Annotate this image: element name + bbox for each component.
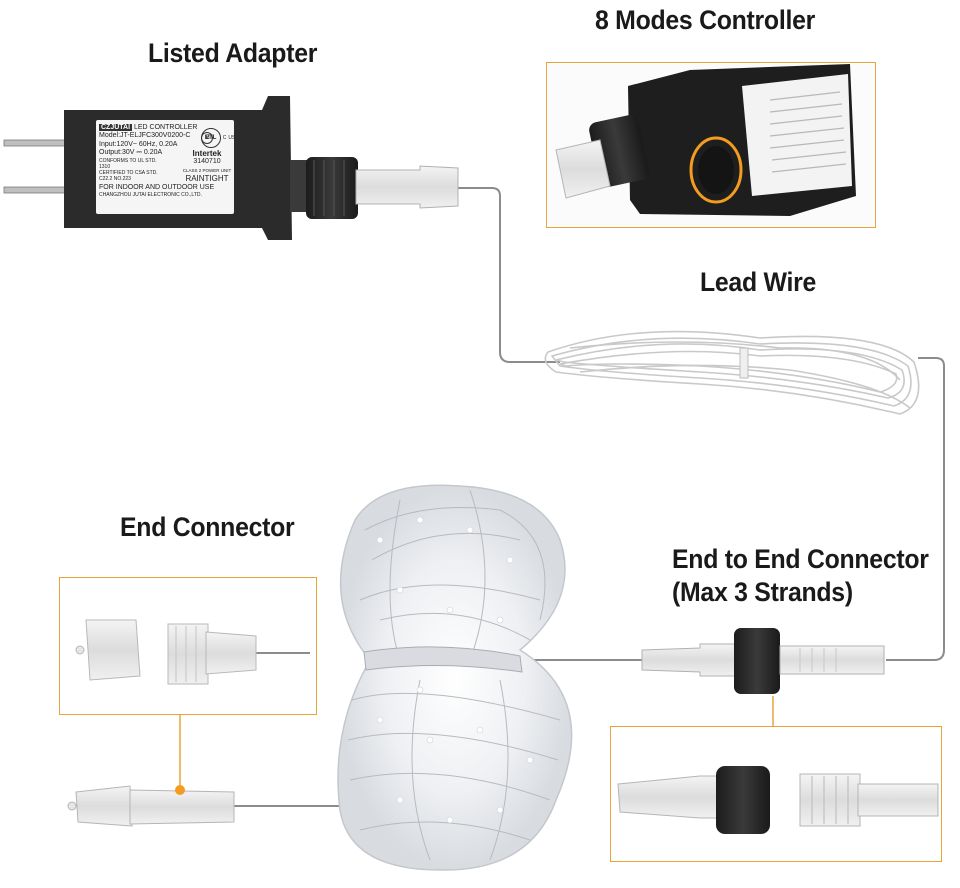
end-to-end-label-line1: End to End Connector <box>672 544 929 574</box>
lead-wire-coil <box>544 330 920 415</box>
adapter-output: Output:30V ⎓ 0.20A <box>99 149 163 157</box>
leadwire-to-connector-wire <box>886 357 945 661</box>
controller-clear-plug <box>555 139 611 199</box>
adapter-maker: CHANGZHOU JUTAI ELECTRONIC CO.,LTD. <box>99 192 202 199</box>
lead-wire-tie <box>739 347 749 379</box>
adapter-conforms: CONFORMS TO UL STD. <box>99 157 157 164</box>
end-to-end-connector <box>641 628 885 694</box>
e2e-callout-nut <box>716 766 770 834</box>
controller-illustration <box>548 64 874 226</box>
raintight: RAINTIGHT <box>185 174 229 184</box>
adapter-nut <box>306 157 358 219</box>
m-mark: M <box>201 132 214 144</box>
end-cap-piece <box>85 619 141 681</box>
adapter-indoor: FOR INDOOR AND OUTDOOR USE <box>99 183 215 191</box>
end-to-end-callout-frame <box>610 726 942 862</box>
adapter-prong-top <box>3 139 67 147</box>
end-cap-marker-dot <box>175 785 185 795</box>
controller-button-highlight <box>689 136 743 204</box>
controller-label-sticker <box>742 74 852 196</box>
connection-wires <box>232 187 945 807</box>
e2e-clear-left <box>641 643 737 677</box>
adapter-input: Input:120V~ 60Hz, 0.20A <box>99 140 178 148</box>
controller-mode-button <box>698 146 734 194</box>
adapter-collar <box>290 160 308 212</box>
etl-us: US <box>228 135 236 141</box>
controller-callout-frame <box>546 62 876 228</box>
adapter-illustration <box>3 96 459 240</box>
end-to-end-connector-label: End to End Connector (Max 3 Strands) <box>672 543 929 609</box>
e2e-callout-thread <box>799 773 861 827</box>
adapter-csa: CERTIFIED TO CSA STD. <box>99 169 158 176</box>
led-net-bundle <box>337 484 573 871</box>
e2e-clear-right <box>779 645 885 675</box>
e2e-callout-clear-right <box>857 783 939 817</box>
e2e-nut <box>734 628 780 694</box>
adapter-model: Model:JT-ELJFC300V0200-C <box>99 132 191 140</box>
adapter-plate-text: CZJUTAI LED CONTROLLER Model:JT-ELJFC300… <box>99 124 214 198</box>
adapter-clear-plug <box>355 165 459 209</box>
controller-label: 8 Modes Controller <box>595 5 816 35</box>
adapter-label-plate <box>96 120 234 214</box>
adapter-csa-no: C22.2 NO.223 <box>99 175 131 182</box>
adapter-cert-block: ETL C US M Intertek 3140710 CLASS 2 POWE… <box>182 128 236 184</box>
adapter-prong-bottom <box>3 186 67 194</box>
lead-wire-label: Lead Wire <box>700 267 817 297</box>
class2: CLASS 2 POWER UNIT <box>182 167 232 173</box>
listed-adapter-label: Listed Adapter <box>148 38 318 68</box>
end-connector-callout-frame <box>59 577 317 715</box>
adapter-title: LED CONTROLLER <box>134 124 198 131</box>
adapter-to-leadwire-wire <box>458 187 560 363</box>
etl-c: C <box>222 135 227 141</box>
led-net-tie <box>363 646 523 673</box>
end-thread-piece <box>167 623 209 685</box>
intertek: Intertek <box>192 149 222 158</box>
intertek-no: 3140710 <box>193 158 221 166</box>
end-cap-assembled <box>67 785 235 827</box>
end-to-end-label-line2: (Max 3 Strands) <box>672 577 853 607</box>
adapter-brand: CZJUTAI <box>99 124 133 131</box>
e2e-callout-clear-left <box>617 775 719 819</box>
adapter-ul-no: 1310 <box>99 163 111 170</box>
e2e-callout-illustration <box>617 766 939 834</box>
end-connector-callout-illustration <box>75 619 257 685</box>
end-connector-label: End Connector <box>120 512 295 542</box>
